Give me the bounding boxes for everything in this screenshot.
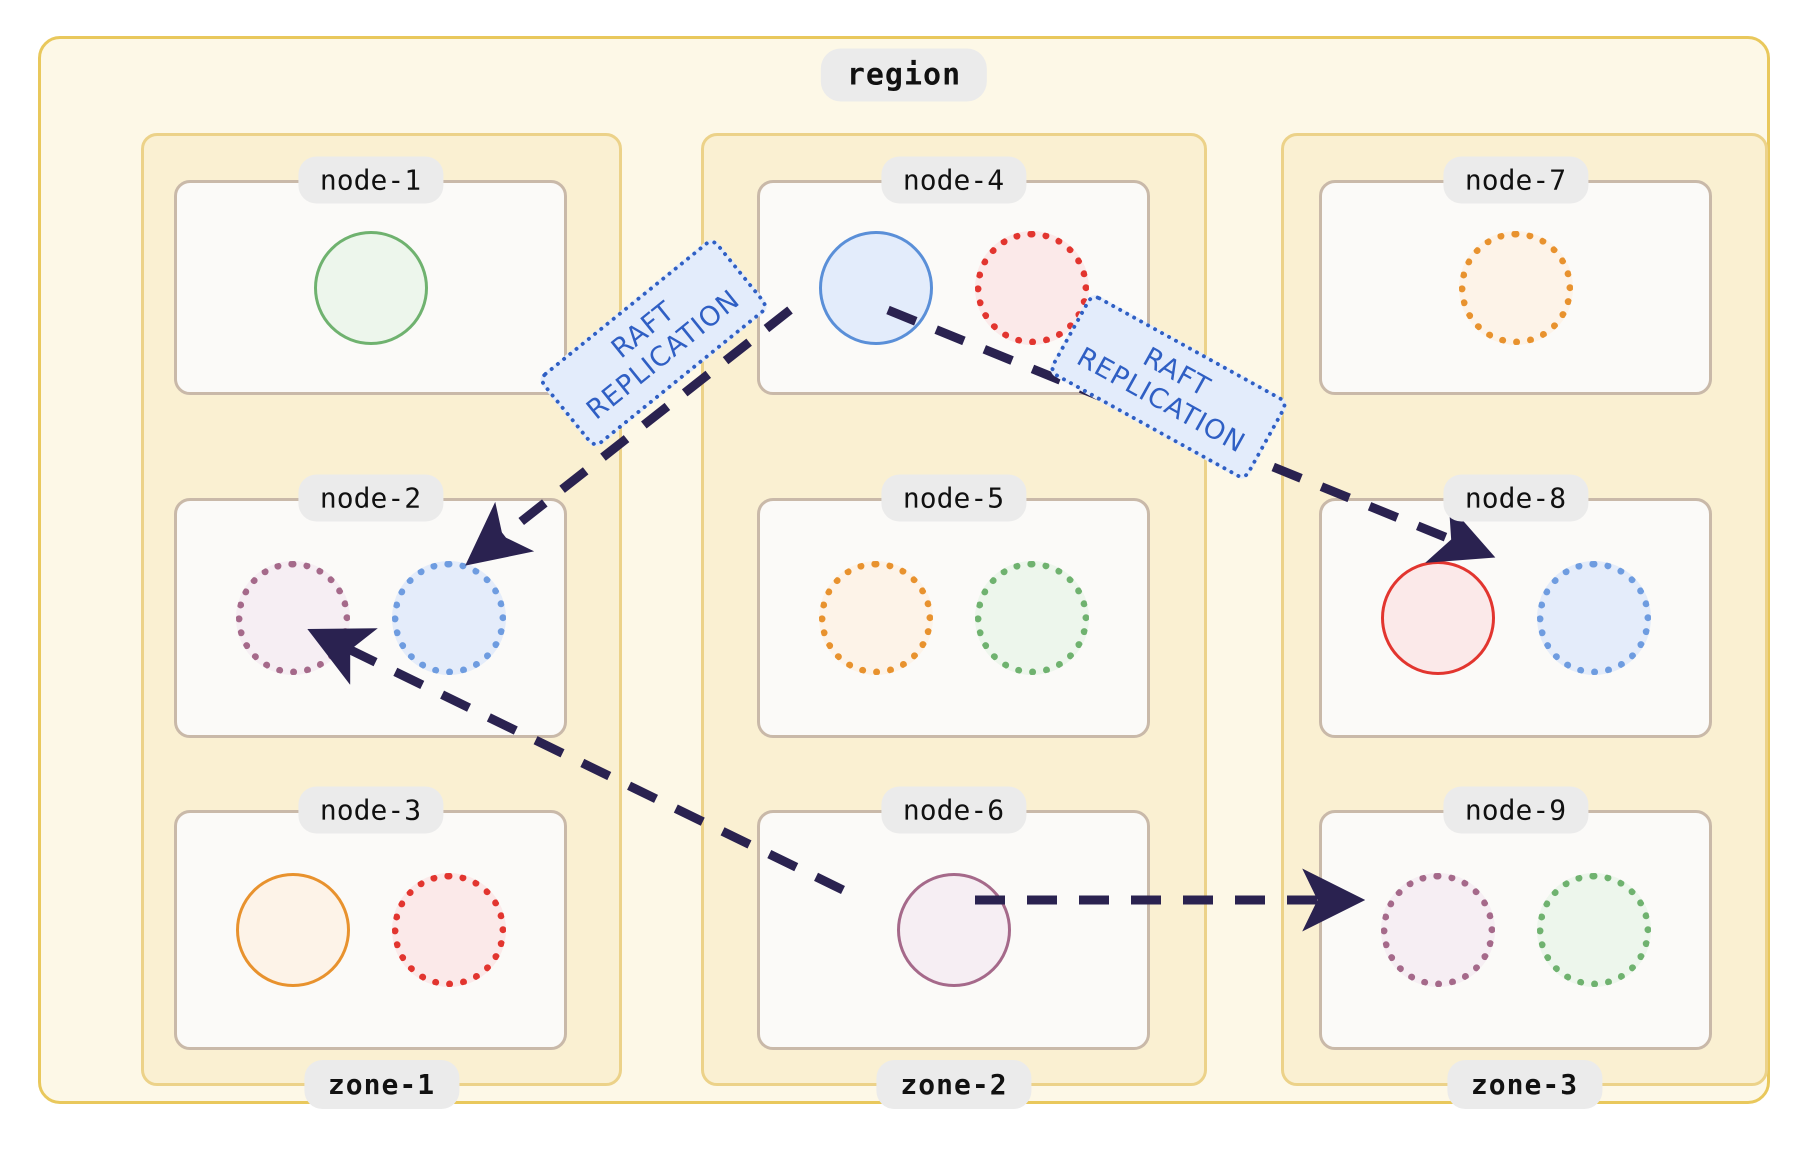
node-label-2: node-2	[297, 474, 444, 522]
node-label-3: node-3	[297, 786, 444, 834]
node-label-6: node-6	[880, 786, 1027, 834]
replica-node5-green	[974, 561, 1089, 675]
node-box-7: node-7	[1319, 156, 1712, 395]
zone-container-3: zone-3 node-7 node-8 node-9	[1281, 133, 1768, 1109]
zone-container-2: zone-2 node-4 node-5 node-6	[701, 133, 1207, 1109]
zone-label-3: zone-3	[1446, 1060, 1603, 1109]
replica-node5-orange	[818, 561, 933, 675]
replica-node2-blue	[391, 561, 506, 675]
replica-node3-red	[391, 873, 506, 987]
replica-node4-blue	[818, 230, 933, 345]
replica-node6-purple	[896, 873, 1011, 987]
region-container: zone-1 node-1 node-2 node-3 zone-2 node-…	[38, 36, 1770, 1109]
node-box-5: node-5	[757, 474, 1150, 738]
replica-node3-orange	[235, 873, 350, 987]
replica-node9-purple	[1380, 873, 1495, 987]
replica-node9-green	[1536, 873, 1651, 987]
node-box-6: node-6	[757, 786, 1150, 1050]
replica-node8-blue	[1536, 561, 1651, 675]
zone-label-2: zone-2	[876, 1060, 1032, 1109]
node-box-2: node-2	[174, 474, 567, 738]
node-box-1: node-1	[174, 156, 567, 395]
node-label-4: node-4	[880, 156, 1027, 204]
node-box-3: node-3	[174, 786, 567, 1050]
zone-label-1: zone-1	[303, 1060, 460, 1109]
node-box-8: node-8	[1319, 474, 1712, 738]
region-label: region	[820, 48, 988, 102]
node-label-9: node-9	[1442, 786, 1589, 834]
node-label-7: node-7	[1442, 156, 1589, 204]
replica-node2-purple	[235, 561, 350, 675]
node-box-9: node-9	[1319, 786, 1712, 1050]
replica-node7-orange	[1458, 230, 1573, 345]
node-label-5: node-5	[880, 474, 1027, 522]
node-label-8: node-8	[1442, 474, 1589, 522]
node-label-1: node-1	[297, 156, 444, 204]
replica-node8-red	[1380, 561, 1495, 675]
replica-node1-green	[313, 230, 428, 345]
zone-container-1: zone-1 node-1 node-2 node-3	[141, 133, 622, 1109]
